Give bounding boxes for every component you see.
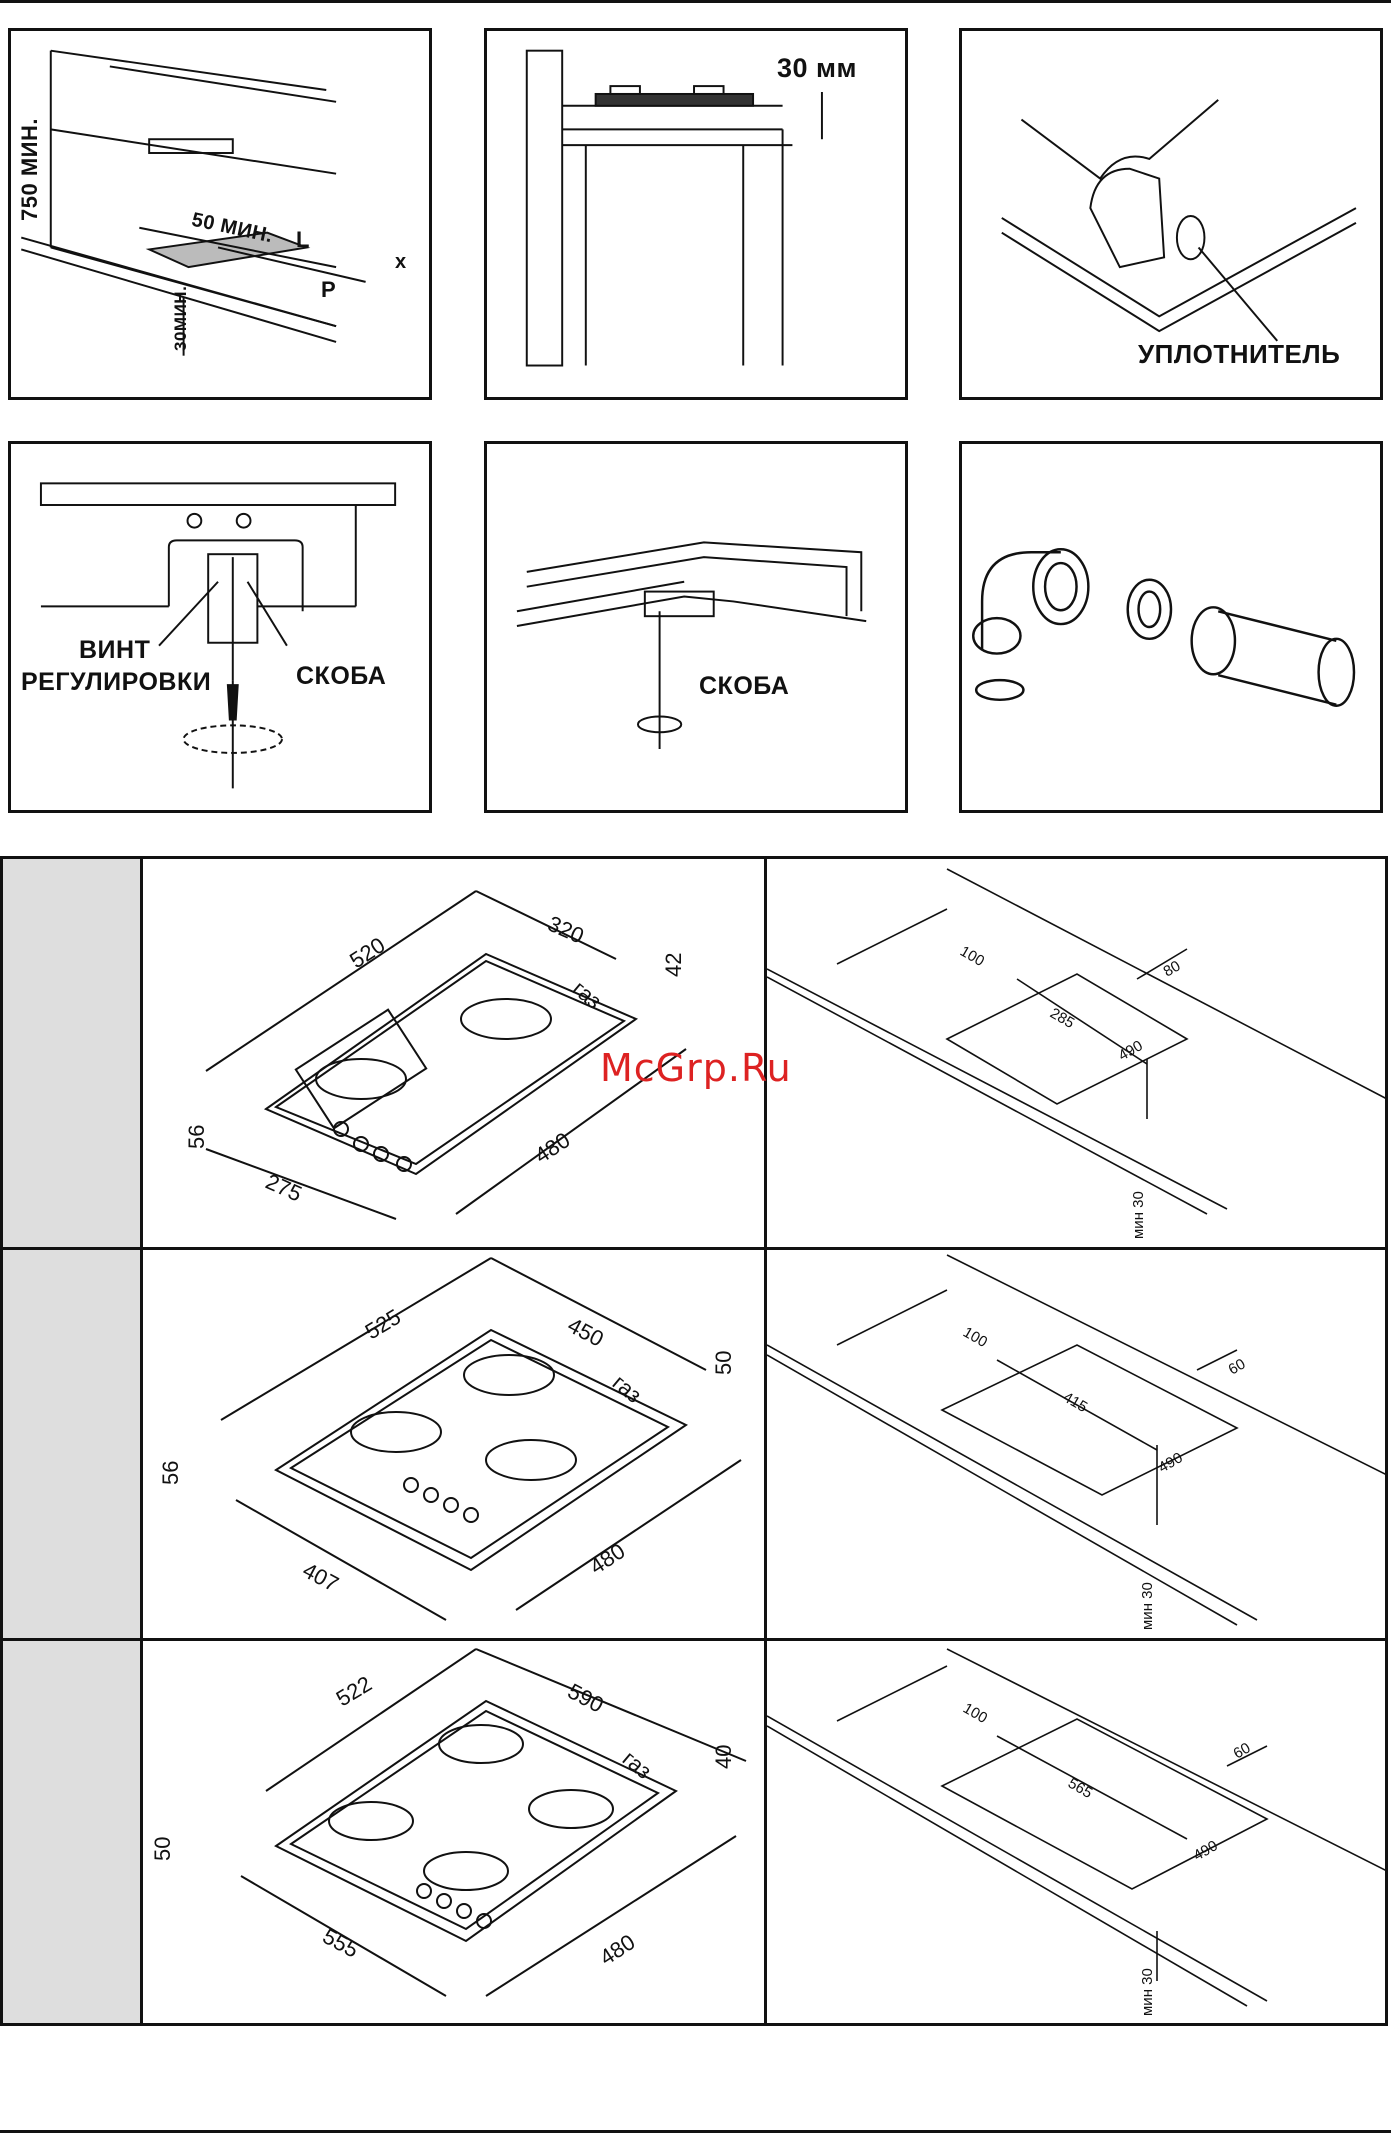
label-30-mm: 30 мм	[777, 53, 857, 84]
hob1-gas: газ	[568, 976, 607, 1014]
label-seal: УПЛОТНИТЕЛЬ	[1138, 339, 1340, 370]
cutout2-c: 490	[1156, 1449, 1186, 1476]
worktop-thickness-drawing	[487, 31, 905, 397]
hob1-front: 275	[262, 1169, 306, 1207]
panel-bracket: СКОБА	[484, 441, 908, 813]
row-3-side	[3, 1641, 143, 2023]
panel-cabinet-clearance: 750 МИН. 50 МИН. L x P 30МИН.	[8, 28, 432, 400]
cutout1-min: мин 30	[1130, 1191, 1147, 1239]
label-P: P	[321, 277, 336, 303]
top-rule	[0, 0, 1391, 3]
cutout1-d: 80	[1161, 957, 1184, 980]
hob-drawing-2: 525 450 50 56 407 480 газ	[146, 1250, 764, 1638]
hob2-width: 525	[361, 1304, 405, 1344]
hob2-cut: 480	[585, 1538, 629, 1579]
hob-drawing-3: 522 590 40 50 555 480 газ	[146, 1641, 764, 2023]
hob3-cut: 480	[595, 1929, 639, 1970]
watermark: McGrp.Ru	[600, 1046, 792, 1090]
hob3-depth: 590	[564, 1678, 608, 1717]
panel-seal: УПЛОТНИТЕЛЬ	[959, 28, 1383, 400]
hob2-height: 50	[711, 1351, 736, 1375]
panel-gas-fittings	[959, 441, 1383, 813]
label-750-min: 750 МИН.	[17, 118, 43, 221]
hob1-side: 56	[184, 1125, 209, 1149]
cutout3-d: 60	[1231, 1739, 1254, 1762]
hob1-height: 42	[661, 953, 686, 977]
hob2-depth: 450	[564, 1312, 608, 1351]
cutout2-a: 100	[960, 1324, 990, 1351]
models-grid: 520 320 42 56 275 480 газ 100 285 490	[0, 856, 1388, 2026]
hob3-side: 50	[150, 1837, 175, 1861]
gas-fittings-drawing	[962, 444, 1380, 810]
cutout-drawing-2: 100 415 490 60 мин 30	[767, 1250, 1385, 1638]
cutout2-d: 60	[1226, 1355, 1249, 1378]
cutout3-c: 490	[1191, 1837, 1221, 1864]
cutout3-min: мин 30	[1139, 1968, 1156, 2016]
label-screw-line2: РЕГУЛИРОВКИ	[21, 668, 211, 697]
hob3-height: 40	[711, 1745, 736, 1769]
hob3-width: 522	[332, 1671, 376, 1711]
cutout2-b: 415	[1060, 1389, 1090, 1416]
hob3-front: 555	[319, 1923, 363, 1962]
hob2-front: 407	[299, 1557, 343, 1596]
cutout1-b: 285	[1047, 1005, 1077, 1032]
cutout2-min: мин 30	[1139, 1582, 1156, 1630]
bracket-drawing	[487, 444, 905, 810]
row-2-side	[3, 1250, 143, 1638]
cutout3-a: 100	[960, 1700, 990, 1727]
bottom-rule	[0, 2130, 1391, 2133]
cutout1-a: 100	[957, 943, 987, 970]
cutout-drawing-1: 100 285 490 80 мин 30	[767, 859, 1385, 1247]
label-screw-line1: ВИНТ	[79, 636, 150, 665]
label-bracket-1: СКОБА	[296, 662, 386, 691]
hob1-width: 520	[345, 932, 389, 973]
label-bracket-2: СКОБА	[699, 672, 789, 701]
cutout3-b: 565	[1065, 1775, 1095, 1802]
label-L: L	[296, 227, 310, 253]
label-x: x	[395, 251, 407, 274]
panel-adjust-screw: ВИНТ РЕГУЛИРОВКИ СКОБА	[8, 441, 432, 813]
hob2-side: 56	[158, 1461, 183, 1485]
cutout-drawing-3: 100 565 490 60 мин 30	[767, 1641, 1385, 2023]
adjust-screw-drawing	[11, 444, 429, 810]
row-1-side	[3, 859, 143, 1247]
label-30-min: 30МИН.	[171, 286, 191, 351]
panel-worktop-thickness: 30 мм	[484, 28, 908, 400]
